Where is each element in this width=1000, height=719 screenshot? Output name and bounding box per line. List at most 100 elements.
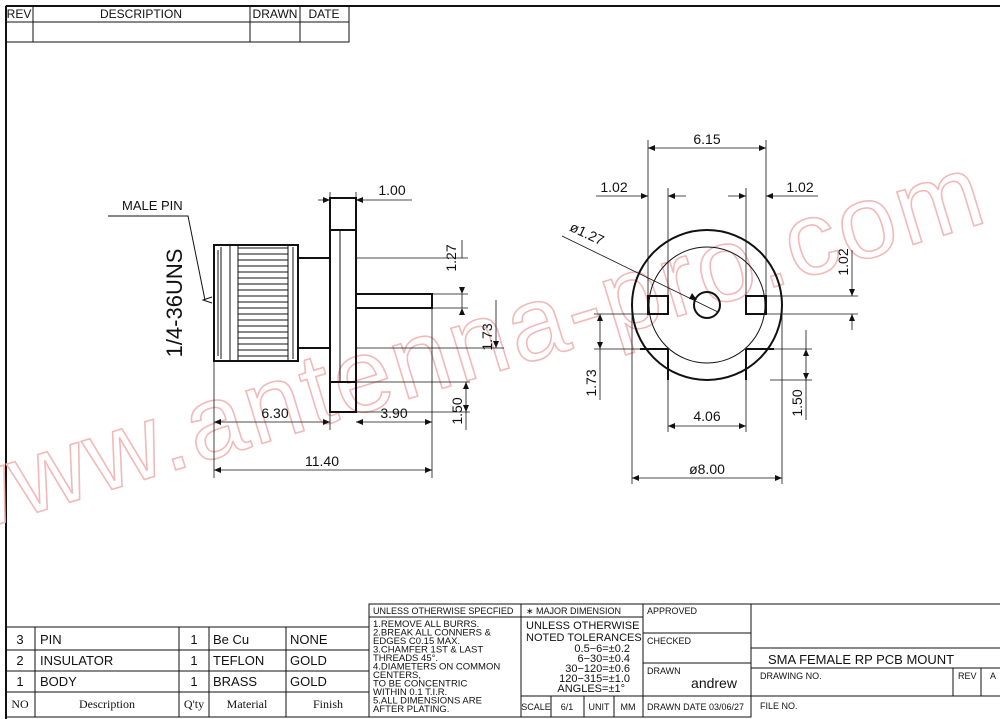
drawing-title: SMA FEMALE RP PCB MOUNT [768,652,954,667]
bom-row: 1 BODY 1 BRASS GOLD [16,674,326,689]
dim-slot-span: 6.15 [647,131,767,296]
thread-body [213,244,299,362]
center-hole [693,291,721,319]
dim-lengths: 6.30 3.90 11.40 [213,308,433,478]
drawn-header: DRAWN [253,7,298,21]
svg-text:CHECKED: CHECKED [647,636,692,646]
svg-text:1.00: 1.00 [378,182,405,198]
rev-header: REV [7,7,32,21]
svg-text:1.02: 1.02 [786,179,813,195]
bom-row: 3 PIN 1 Be Cu NONE [16,632,328,647]
svg-text:TEFLON: TEFLON [213,653,264,668]
center-pin [355,293,433,309]
svg-text:3.CHAMFER 1ST & LAST: 3.CHAMFER 1ST & LAST [373,645,483,656]
svg-text:Material: Material [227,697,268,711]
male-pin-label: MALE PIN [122,198,183,213]
svg-text:30−120=±0.6: 30−120=±0.6 [565,663,630,675]
svg-text:1: 1 [190,653,197,668]
svg-text:PIN: PIN [40,632,62,647]
svg-text:GOLD: GOLD [290,653,327,668]
thread-label: 1/4-36UNS [162,249,187,358]
svg-text:1.73: 1.73 [583,369,599,396]
svg-text:THREADS 45°.: THREADS 45°. [373,653,438,664]
svg-text:1.REMOVE ALL BURRS.: 1.REMOVE ALL BURRS. [373,619,479,630]
svg-text:DRAWING NO.: DRAWING NO. [760,671,822,681]
bom-header-row: NO Description Q'ty Material Finish [11,697,343,711]
dim-notch-right: 1.50 [770,330,812,420]
dim-notch-left: 1.73 [583,313,648,400]
svg-text:4.06: 4.06 [693,408,720,424]
description-header: DESCRIPTION [100,7,182,21]
svg-text:UNIT: UNIT [589,702,610,712]
svg-text:NONE: NONE [290,632,328,647]
svg-text:6.30: 6.30 [261,405,288,421]
revision-block: REV DESCRIPTION DRAWN DATE [5,5,350,43]
bom-table: 3 PIN 1 Be Cu NONE 2 INSULATOR 1 TEFLON … [5,626,370,718]
svg-text:0.5−6=±0.2: 0.5−6=±0.2 [574,643,630,655]
svg-text:UNLESS OTHERWISE: UNLESS OTHERWISE [526,620,640,632]
dim-outer-dia: ø8.00 [631,305,783,484]
svg-text:AFTER PLATING.: AFTER PLATING. [373,704,449,715]
bom-row: 2 INSULATOR 1 TEFLON GOLD [16,653,326,668]
svg-text:Finish: Finish [313,697,343,711]
svg-text:DRAWN DATE 03/06/27: DRAWN DATE 03/06/27 [647,702,744,712]
svg-text:1.02: 1.02 [835,248,851,275]
svg-text:1.27: 1.27 [443,244,459,271]
svg-text:1: 1 [190,674,197,689]
svg-text:FILE NO.: FILE NO. [760,701,798,711]
svg-text:Description: Description [79,697,135,711]
svg-text:3: 3 [16,632,23,647]
pcb-leg-bottom [329,381,357,413]
notes-heading: UNLESS OTHERWISE SPECFIED [373,606,514,616]
svg-text:MM: MM [621,702,636,712]
svg-text:BRASS: BRASS [213,674,257,689]
front-view: 6.15 1.02 1.02 1.02 ø1.27 [561,131,858,484]
svg-text:1: 1 [16,674,23,689]
svg-text:2.BREAK ALL CONNERS &: 2.BREAK ALL CONNERS & [373,628,492,639]
dim-slot-height: 1.02 [766,248,858,330]
pin-tip [201,296,213,304]
svg-text:1.02: 1.02 [600,179,627,195]
svg-text:ø1.27: ø1.27 [568,219,607,249]
svg-text:2: 2 [16,653,23,668]
svg-text:CENTERS,: CENTERS, [373,670,421,681]
svg-text:WITHIN 0.1 T.I.R.: WITHIN 0.1 T.I.R. [373,687,447,698]
svg-text:4.DIAMETERS ON COMMON: 4.DIAMETERS ON COMMON [373,662,500,673]
svg-text:6/1: 6/1 [561,702,574,712]
signoff-block: APPROVED CHECKED DRAWN andrew DRAWN DATE… [642,603,752,718]
slot-right [745,295,767,315]
svg-text:EDGES C0.15 MAX.: EDGES C0.15 MAX. [373,636,460,647]
svg-text:TO BE CONCENTRIC: TO BE CONCENTRIC [373,679,467,690]
male-pin-leader [108,215,206,301]
svg-text:NO: NO [11,697,29,711]
svg-text:ø8.00: ø8.00 [689,461,725,477]
svg-text:REV: REV [958,671,977,681]
svg-text:1: 1 [190,632,197,647]
drawn-by: andrew [691,675,738,691]
svg-text:Be Cu: Be Cu [213,632,249,647]
dim-flange-thickness: 1.00 [318,182,412,203]
svg-text:1.73: 1.73 [479,323,495,350]
svg-text:BODY: BODY [40,674,77,689]
date-header: DATE [308,7,339,21]
svg-text:1.50: 1.50 [449,397,465,424]
svg-text:11.40: 11.40 [305,453,339,469]
tolerance-block: ∗ MAJOR DIMENSION UNLESS OTHERWISE NOTED… [520,603,644,718]
svg-text:NOTED TOLERANCES: NOTED TOLERANCES [526,632,642,644]
pcb-leg-top [329,197,357,231]
general-notes: UNLESS OTHERWISE SPECFIED 1.REMOVE ALL B… [368,603,522,718]
svg-text:6.15: 6.15 [693,131,720,147]
slot-left [647,295,669,315]
svg-text:DRAWN: DRAWN [647,666,681,676]
dim-leg-height: 1.50 [356,381,470,430]
svg-text:5.ALL DIMENSIONS ARE: 5.ALL DIMENSIONS ARE [373,696,482,707]
svg-text:1.50: 1.50 [789,389,805,416]
watermark-text: www.antenna-pro.com [0,131,999,561]
side-view: 1/4-36UNS MALE PIN 1.00 1.27 1.73 [108,182,504,478]
svg-text:6−30=±0.4: 6−30=±0.4 [577,653,630,665]
dim-notch-width: 4.06 [667,380,747,432]
svg-text:ANGLES=±1°: ANGLES=±1° [557,683,625,695]
dim-pin-offsets: 1.27 1.73 [356,240,504,351]
title-block: SMA FEMALE RP PCB MOUNT DRAWING NO. REV … [751,603,1000,711]
